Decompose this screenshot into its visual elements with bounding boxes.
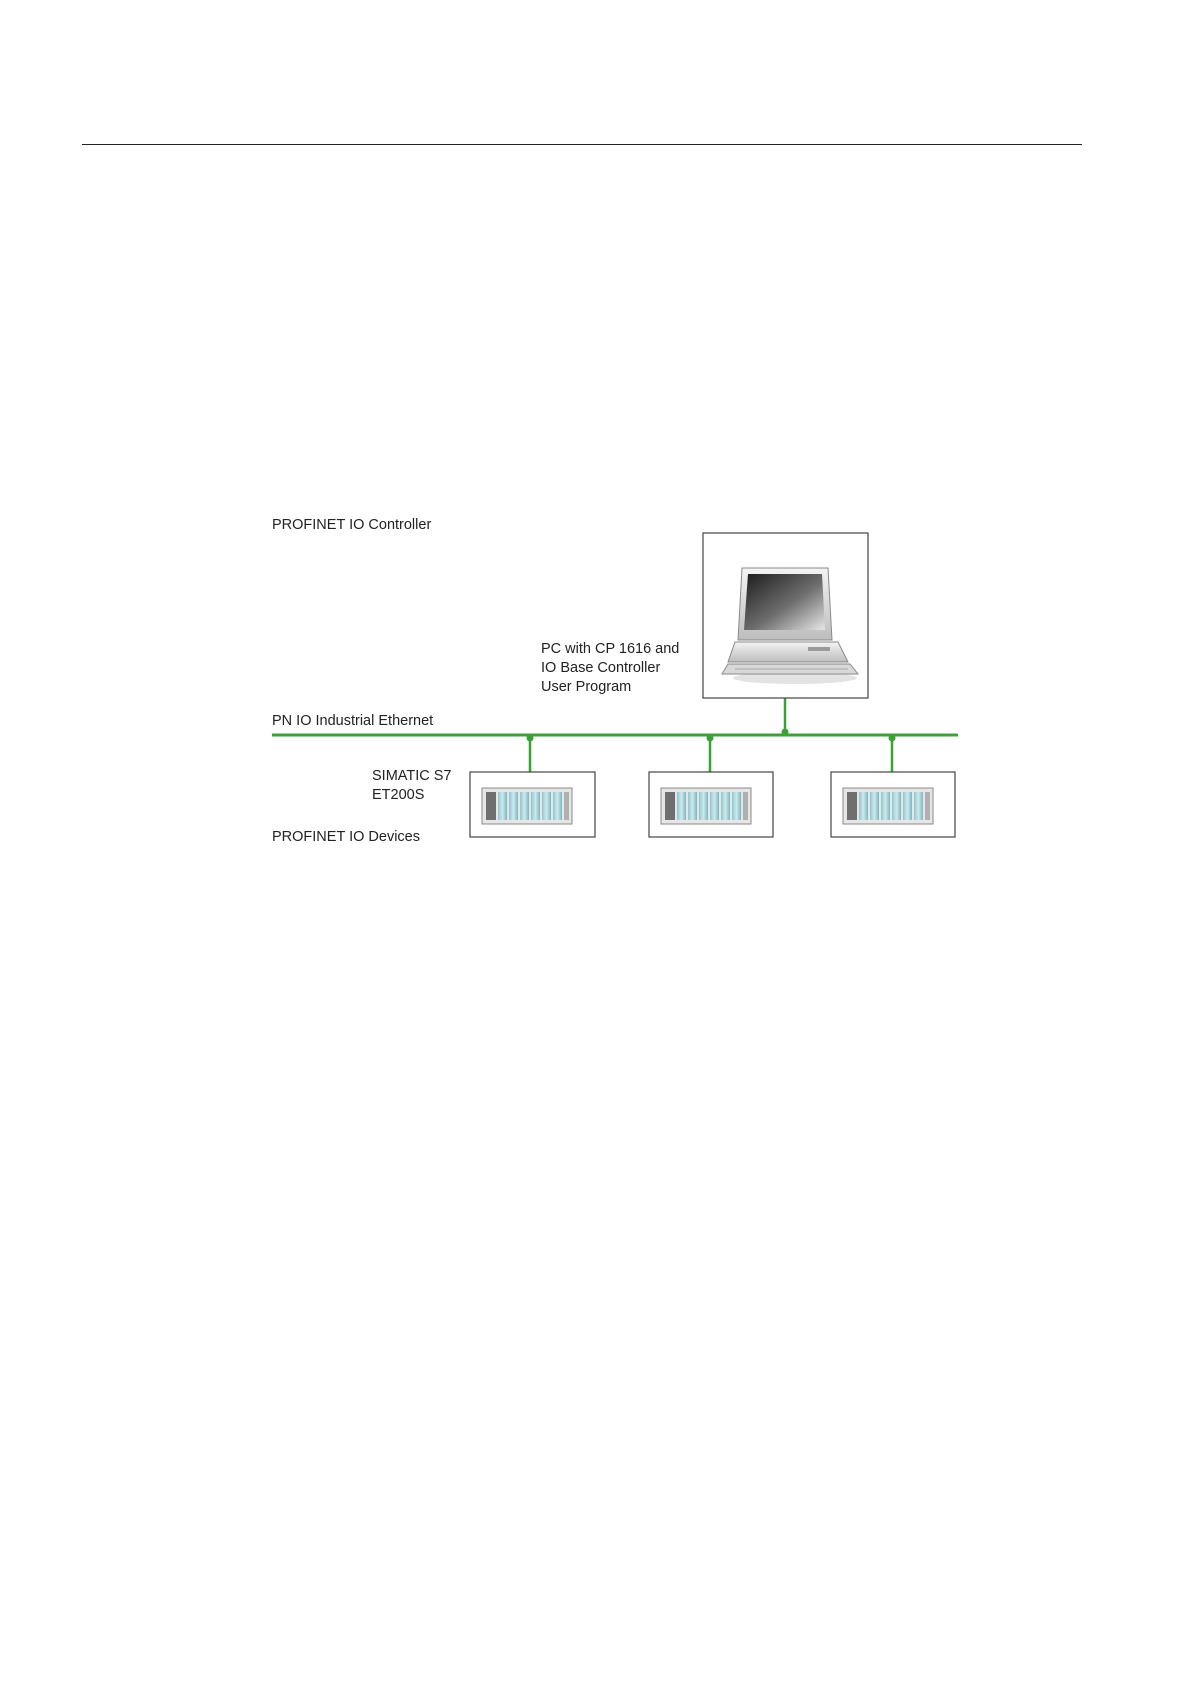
device-box-1 (470, 772, 595, 837)
device-2-connector-dot (707, 735, 714, 742)
pc-connector-dot (782, 729, 789, 736)
device-1-connector-dot (527, 735, 534, 742)
device-box-3 (831, 772, 955, 837)
device-box-2 (649, 772, 773, 837)
device-3-connector-dot (889, 735, 896, 742)
